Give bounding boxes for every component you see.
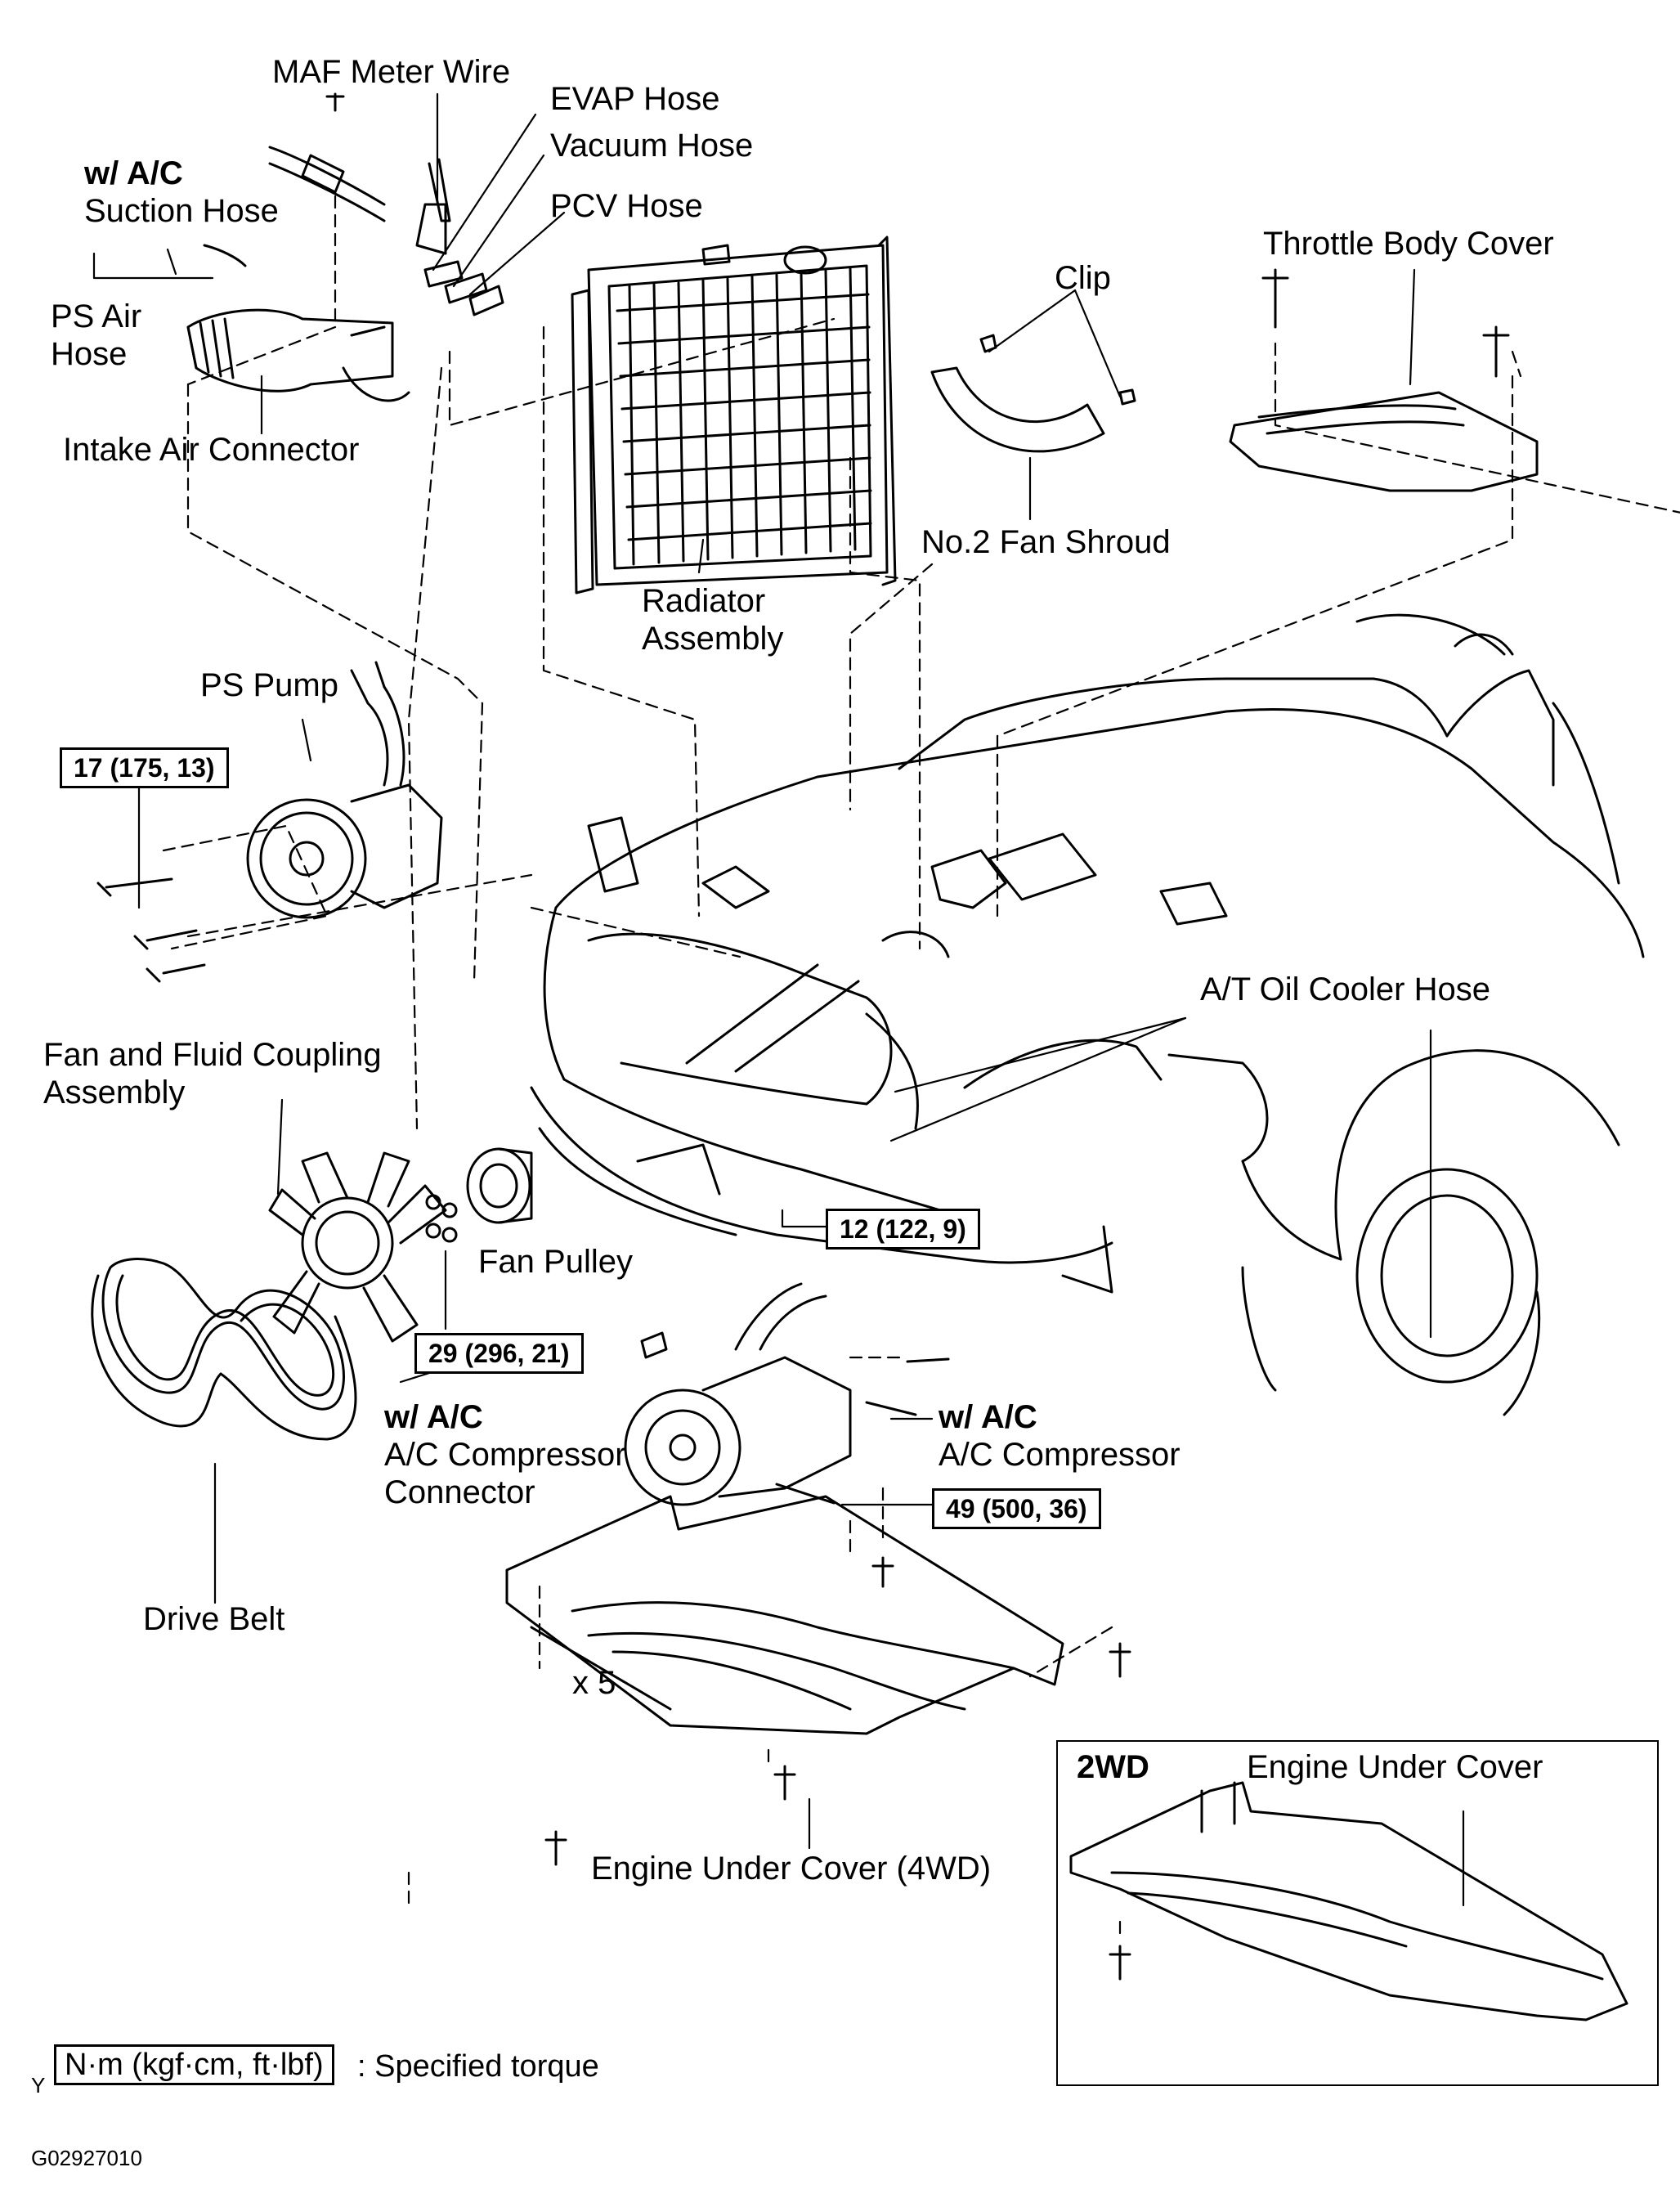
label-vacuum-hose: Vacuum Hose (550, 128, 754, 164)
label-ps-air-hose-line1: PS Air (51, 298, 142, 334)
corner-mark: Y (31, 2073, 46, 2098)
drive-belt-art (91, 1258, 357, 1441)
fan-shroud-art (930, 334, 1136, 453)
throttle-body-cover-art (1229, 268, 1539, 492)
label-fan-pulley: Fan Pulley (478, 1244, 633, 1280)
label-ac-connector-condition: w/ A/C (384, 1399, 483, 1435)
label-radiator-line2: Assembly (642, 621, 784, 657)
label-engine-under-cover-2wd: Engine Under Cover (1247, 1749, 1543, 1785)
label-clip: Clip (1055, 260, 1111, 296)
label-no2-fan-shroud: No.2 Fan Shroud (921, 524, 1171, 560)
leader-lines (92, 92, 1465, 1907)
label-ac-compressor-connector: w/ A/C A/C Compressor Connector (384, 1398, 626, 1511)
label-2wd: 2WD (1077, 1749, 1149, 1785)
label-ac-connector-line1: A/C Compressor (384, 1437, 626, 1473)
label-at-oil-cooler-hose: A/T Oil Cooler Hose (1200, 971, 1490, 1007)
label-ps-air-hose: PS Air Hose (51, 298, 141, 373)
label-radiator-assembly: Radiator Assembly (642, 582, 783, 657)
label-fan-coupling-line1: Fan and Fluid Coupling (43, 1037, 382, 1073)
fan-art (268, 1151, 447, 1343)
assembly-guide-lines (162, 195, 1680, 1940)
label-pcv-hose: PCV Hose (550, 188, 703, 224)
label-drive-belt: Drive Belt (143, 1601, 285, 1637)
label-suction-hose: w/ A/C Suction Hose (84, 155, 279, 230)
label-throttle-body-cover: Throttle Body Cover (1263, 226, 1554, 262)
figure-code: G02927010 (31, 2146, 142, 2170)
vehicle-body-art (530, 613, 1645, 1416)
torque-fan-pulley: 29 (296, 21) (414, 1333, 584, 1374)
label-fan-coupling: Fan and Fluid Coupling Assembly (43, 1036, 382, 1111)
label-intake-air-connector: Intake Air Connector (63, 432, 360, 468)
torque-ac-compressor: 49 (500, 36) (932, 1488, 1101, 1529)
label-suction-hose-text: Suction Hose (84, 193, 279, 229)
ps-pump-art (96, 661, 443, 983)
torque-bumper-bolt: 12 (122, 9) (826, 1209, 980, 1250)
label-ac-connector-line2: Connector (384, 1474, 535, 1510)
radiator-art (571, 236, 897, 594)
fan-pulley-art (425, 1147, 533, 1243)
label-ac-compressor-text: A/C Compressor (939, 1437, 1180, 1473)
under-cover-2wd-art (1069, 1781, 1628, 2021)
label-maf-meter-wire: MAF Meter Wire (272, 54, 511, 90)
maf-and-hoses-art (268, 92, 504, 316)
intake-air-connector-art (186, 244, 410, 402)
label-suction-hose-condition: w/ A/C (84, 155, 183, 191)
label-ps-pump: PS Pump (200, 667, 338, 703)
label-bolt-count: x 5 (572, 1665, 616, 1701)
inset-2wd-box (1056, 1740, 1659, 2086)
label-fan-coupling-line2: Assembly (43, 1075, 186, 1110)
label-radiator-line1: Radiator (642, 583, 766, 619)
legend-torque-meaning: : Specified torque (357, 2049, 599, 2084)
under-cover-4wd-art (505, 1495, 1131, 1866)
label-ac-compressor: w/ A/C A/C Compressor (939, 1398, 1180, 1474)
label-ps-air-hose-line2: Hose (51, 336, 128, 372)
label-evap-hose: EVAP Hose (550, 81, 720, 117)
label-inset-variant: 2WD (1077, 1748, 1149, 1786)
ac-compressor-art (624, 1282, 950, 1506)
legend-torque-units: N·m (kgf·cm, ft·lbf) (54, 2044, 334, 2085)
label-engine-under-cover-4wd: Engine Under Cover (4WD) (591, 1851, 992, 1887)
torque-ps-pump: 17 (175, 13) (60, 747, 229, 788)
label-ac-compressor-condition: w/ A/C (939, 1399, 1037, 1435)
